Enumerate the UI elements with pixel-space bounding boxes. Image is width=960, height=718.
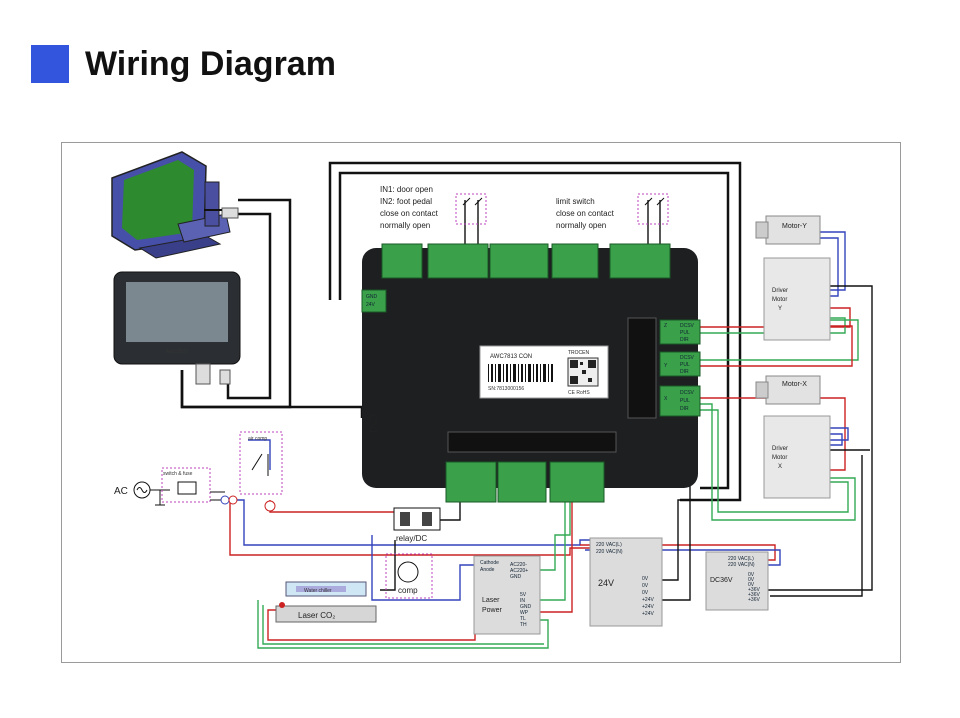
laser-tube: Water chiller Laser CO₂	[275, 581, 377, 623]
input-note: IN1: door open IN2: foot pedal close on …	[380, 185, 487, 230]
laser-power-supply: Cathode Anode AC220- AC220+ GND Laser Po…	[473, 555, 541, 635]
controller-serial: SN:7813000156	[488, 386, 524, 392]
lp-ac-pin: GND	[510, 574, 522, 580]
lp-ac-pin: AC220+	[510, 568, 528, 574]
lp-pin: WP	[520, 610, 529, 616]
in-note-line: close on contact	[380, 209, 439, 218]
driver-text: Driver	[772, 446, 788, 452]
axis-pin: DIR	[680, 369, 689, 375]
lp-pin: TH	[520, 622, 527, 628]
axis-label: Y	[664, 363, 668, 369]
laser-power-label: Laser	[482, 597, 500, 604]
in-note-line: IN1: door open	[380, 185, 433, 194]
psu36-out: 0V	[748, 582, 755, 588]
water-chiller-label: Water chiller	[304, 588, 332, 594]
limit-note-line: close on contact	[556, 209, 615, 218]
axis-pin: DCSV	[680, 390, 695, 396]
ce-label: CE RoHS	[568, 390, 590, 396]
comp: comp	[385, 553, 433, 599]
psu24-ac-in: 220 VAC(N)	[596, 549, 623, 555]
driver-text: X	[778, 464, 782, 470]
lp-pin: GND	[520, 604, 532, 610]
driver-text: Motor	[772, 455, 787, 461]
comp-label: comp	[398, 586, 418, 595]
hmi-label: AWC7813	[166, 349, 189, 355]
psu24-label: 24V	[598, 578, 614, 588]
axis-label: X	[664, 396, 668, 402]
psu24-out: 0V	[642, 583, 649, 589]
motor-y-label: Motor-Y	[782, 223, 807, 230]
psu24-out: +24V	[642, 597, 654, 603]
relay-dc: relay/DC	[393, 507, 441, 543]
page-title: Wiring Diagram	[85, 44, 336, 83]
controller-body: AWC7813 CON TROCEN SN:7813000156 CE RoHS…	[362, 248, 698, 488]
axis-label: Z	[664, 323, 667, 329]
air-comp: air comp	[239, 431, 283, 512]
lp-pin: IN	[520, 598, 525, 604]
in-note-line: normally open	[380, 221, 430, 230]
laser-power-label: Power	[482, 607, 503, 614]
psu24-out: 0V	[642, 590, 649, 596]
lp-ac-pin: AC220-	[510, 562, 527, 568]
controller-model: AWC7813 CON	[490, 354, 532, 360]
psu36-label: DC36V	[710, 577, 733, 584]
title-block: Wiring Diagram	[31, 44, 336, 84]
switch-fuse-label: switch & fuse	[163, 471, 193, 477]
psu36-out: +36V	[748, 587, 760, 593]
bottom-terminals	[445, 461, 605, 503]
cn1-label: CN1	[367, 414, 378, 434]
axis-pin: PUL	[680, 398, 690, 404]
driver-text: Motor	[772, 297, 787, 303]
diagram-frame	[61, 142, 901, 663]
axis-pin: DCSV	[680, 355, 695, 361]
psu36-out: 0V	[748, 572, 755, 578]
ac-label: AC	[114, 486, 128, 497]
driver-text: Y	[778, 306, 782, 312]
ac-input: AC switch & fuse	[114, 467, 238, 506]
motor-x-label: Motor-X	[782, 381, 807, 388]
limit-note-line: normally open	[556, 221, 606, 230]
driver-text: Driver	[772, 288, 788, 294]
air-comp-label: air comp	[248, 436, 267, 442]
psu36-out: +36V	[748, 597, 760, 603]
axis-pin: DIR	[680, 337, 689, 343]
title-accent-square	[31, 45, 69, 83]
psu-24v: 220 VAC(L) 220 VAC(N) 24V 0V 0V 0V +24V …	[589, 537, 663, 627]
psu24-ac-in: 220 VAC(L)	[596, 542, 622, 548]
psu24-out: 0V	[642, 576, 649, 582]
laser-tube-label: Laser CO₂	[298, 611, 335, 620]
qr-code	[570, 360, 596, 384]
v24-label: 24V	[366, 302, 376, 308]
limit-note-line: limit switch	[556, 197, 595, 206]
gnd-label: GND	[366, 294, 378, 300]
lp-pin: TL	[520, 616, 526, 622]
axis-pin: PUL	[680, 330, 690, 336]
axis-pin: DIR	[680, 406, 689, 412]
lp-pin: 5V	[520, 592, 527, 598]
top-terminals: GND 24V	[361, 243, 671, 313]
psu36-ac-in: 220 VAC(N)	[728, 562, 755, 568]
psu36-out: 0V	[748, 577, 755, 583]
psu24-out: +24V	[642, 611, 654, 617]
lp-top-pin: Anode	[480, 567, 495, 573]
motor-x: Motor-X Driver Motor X	[755, 375, 831, 499]
computer-icon	[111, 151, 239, 259]
psu-36v: 220 VAC(L) 220 VAC(N) DC36V 0V 0V 0V +36…	[705, 551, 769, 611]
psu24-out: +24V	[642, 604, 654, 610]
axis-terminals: Z DCSV PUL DIR Y DCSV PUL DIR X DCSV PUL…	[659, 319, 701, 417]
motor-y: Motor-Y Driver Motor Y	[755, 215, 831, 341]
axis-pin: PUL	[680, 362, 690, 368]
controller-brand: TROCEN	[568, 350, 590, 356]
relay-label: relay/DC	[396, 534, 427, 543]
in-note-line: IN2: foot pedal	[380, 197, 432, 206]
psu36-ac-in: 220 VAC(L)	[728, 556, 754, 562]
psu36-out: +36V	[748, 592, 760, 598]
limit-note: limit switch close on contact normally o…	[556, 193, 669, 230]
hmi-touch-panel: AWC7813	[113, 271, 241, 385]
barcode	[488, 364, 553, 382]
lp-top-pin: Cathode	[480, 560, 499, 566]
axis-pin: DCSV	[680, 323, 695, 329]
